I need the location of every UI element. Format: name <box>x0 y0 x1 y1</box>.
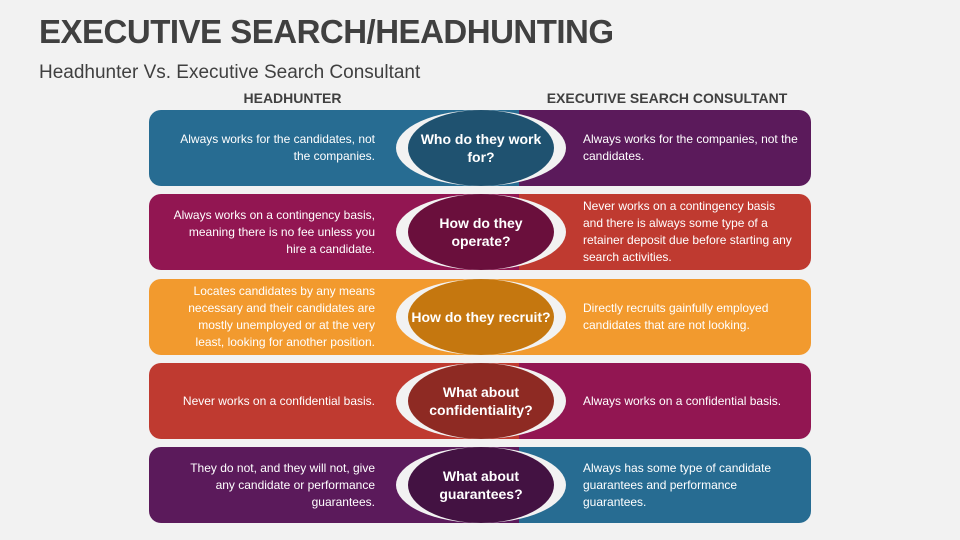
comparison-row: Always works on a contingency basis, mea… <box>149 194 811 270</box>
page-subtitle: Headhunter Vs. Executive Search Consulta… <box>39 62 421 83</box>
comparison-row: Never works on a confidential basis. Wha… <box>149 363 811 439</box>
question-ellipse: How do they operate? <box>408 194 554 270</box>
question-ellipse: What about guarantees? <box>408 447 554 523</box>
consultant-bar <box>519 194 811 270</box>
consultant-bar <box>519 110 811 186</box>
comparison-row: They do not, and they will not, give any… <box>149 447 811 523</box>
question-ellipse: Who do they work for? <box>408 110 554 186</box>
consultant-text: Always has some type of candidate guaran… <box>583 460 772 509</box>
comparison-row: Always works for the candidates, not the… <box>149 110 811 186</box>
column-header-headhunter: HEADHUNTER <box>243 90 342 106</box>
headhunter-text: Never works on a confidential basis. <box>182 393 375 408</box>
consultant-text: Always works on a confidential basis. <box>583 393 782 408</box>
consultant-bar <box>519 363 811 439</box>
question-ellipse: How do they recruit? <box>408 279 554 355</box>
column-header-consultant: EXECUTIVE SEARCH CONSULTANT <box>546 90 788 106</box>
headhunter-text: Always works for the candidates, not the… <box>180 132 375 163</box>
headhunter-text: Locates candidates by any means necessar… <box>188 284 375 349</box>
consultant-bar <box>519 447 811 523</box>
consultant-text: Directly recruits gainfully employed can… <box>583 301 769 332</box>
consultant-text: Never works on a contingency basis and t… <box>583 199 792 264</box>
comparison-row: Locates candidates by any means necessar… <box>149 279 811 355</box>
consultant-bar <box>519 279 811 355</box>
page-title: EXECUTIVE SEARCH/HEADHUNTING <box>39 13 614 50</box>
question-ellipse: What about confidentiality? <box>408 363 554 439</box>
headhunter-text: Always works on a contingency basis, mea… <box>173 207 375 256</box>
consultant-text: Always works for the companies, not the … <box>583 132 798 163</box>
headhunter-text: They do not, and they will not, give any… <box>190 460 375 509</box>
